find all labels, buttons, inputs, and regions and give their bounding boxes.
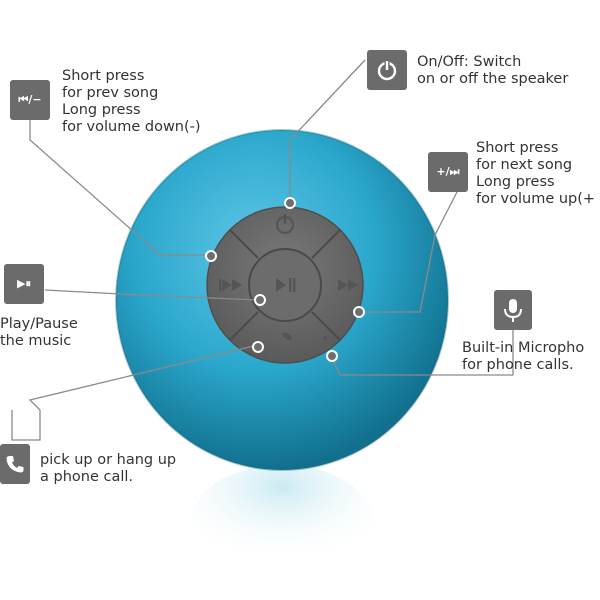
phone-label-line-2: a phone call. [40,469,134,485]
prev-label-line-4: for volume down(-) [62,119,201,135]
button-dividers [229,229,341,341]
next-label: Short press for next song Long press for… [476,140,595,208]
microphone-icon [494,290,532,330]
next-label-line-1: Short press [476,140,559,156]
speaker-reflection [192,465,372,575]
prev-volume-down-icon: ⏮/− [10,80,50,120]
play-label-line-1: Play/Pause [0,316,78,332]
play-label: Play/Pause the music [0,316,78,350]
prev-label-line-1: Short press [62,68,145,84]
next-label-line-3: Long press [476,174,555,190]
prev-label-line-2: for prev song [62,85,159,101]
play-label-line-2: the music [0,333,72,349]
callout-markers [205,197,365,362]
phone-label: pick up or hang up a phone call. [40,452,176,486]
button-glyphs [219,214,358,341]
power-label: On/Off: Switch on or off the speaker [417,54,568,88]
power-icon [367,50,407,90]
next-label-line-2: for next song [476,157,573,173]
phone-label-line-1: pick up or hang up [40,452,177,468]
next-label-line-4: for volume up(+ [476,191,596,207]
prev-label-line-3: Long press [62,102,141,118]
callout-lines [11,59,514,441]
prev-label: Short press for prev song Long press for… [62,68,201,136]
mic-label: Built-in Micropho for phone calls. [462,340,584,374]
mic-label-line-2: for phone calls. [462,357,574,373]
volume-up-next-icon: +/⏭ [428,152,468,192]
mic-label-line-1: Built-in Micropho [462,340,585,356]
power-label-line-1: On/Off: Switch [417,54,522,70]
play-pause-icon: ▶⏸ [4,264,44,304]
phone-icon [0,444,30,484]
power-label-line-2: on or off the speaker [417,71,569,87]
